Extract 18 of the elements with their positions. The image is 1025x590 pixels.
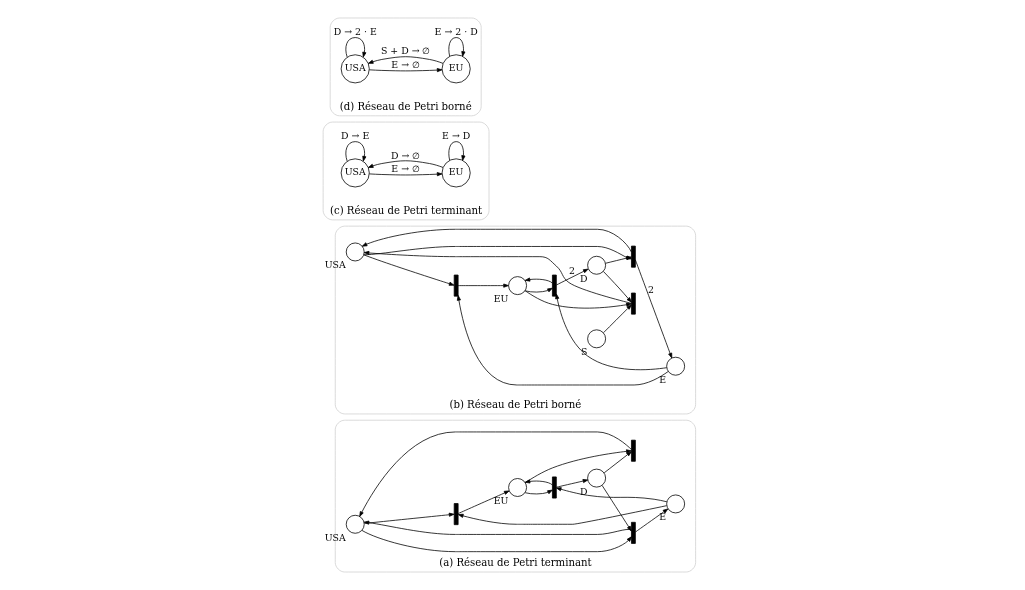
edge-label: S + D → ∅ — [380, 45, 431, 57]
edge-label: E → D — [442, 129, 471, 141]
edge-label: E → ∅ — [391, 58, 421, 70]
edge-label: D → 2 · E — [333, 25, 377, 37]
node-label: USA — [324, 259, 346, 271]
node-label: USA — [324, 531, 346, 543]
node-label: EU — [493, 293, 509, 305]
edge-label: E → 2 · D — [434, 25, 478, 37]
edge-label: D → E — [341, 129, 370, 141]
edge-label: 2 — [648, 284, 654, 296]
edge-label: E → ∅ — [391, 162, 421, 174]
node-label: D — [579, 485, 588, 497]
node-label: E — [659, 511, 667, 523]
node-label: E — [659, 373, 667, 385]
edge-label: D → ∅ — [391, 149, 421, 161]
node-label: D — [579, 272, 588, 284]
node-label: EU — [493, 495, 509, 507]
edge-label: 2 — [568, 264, 575, 276]
